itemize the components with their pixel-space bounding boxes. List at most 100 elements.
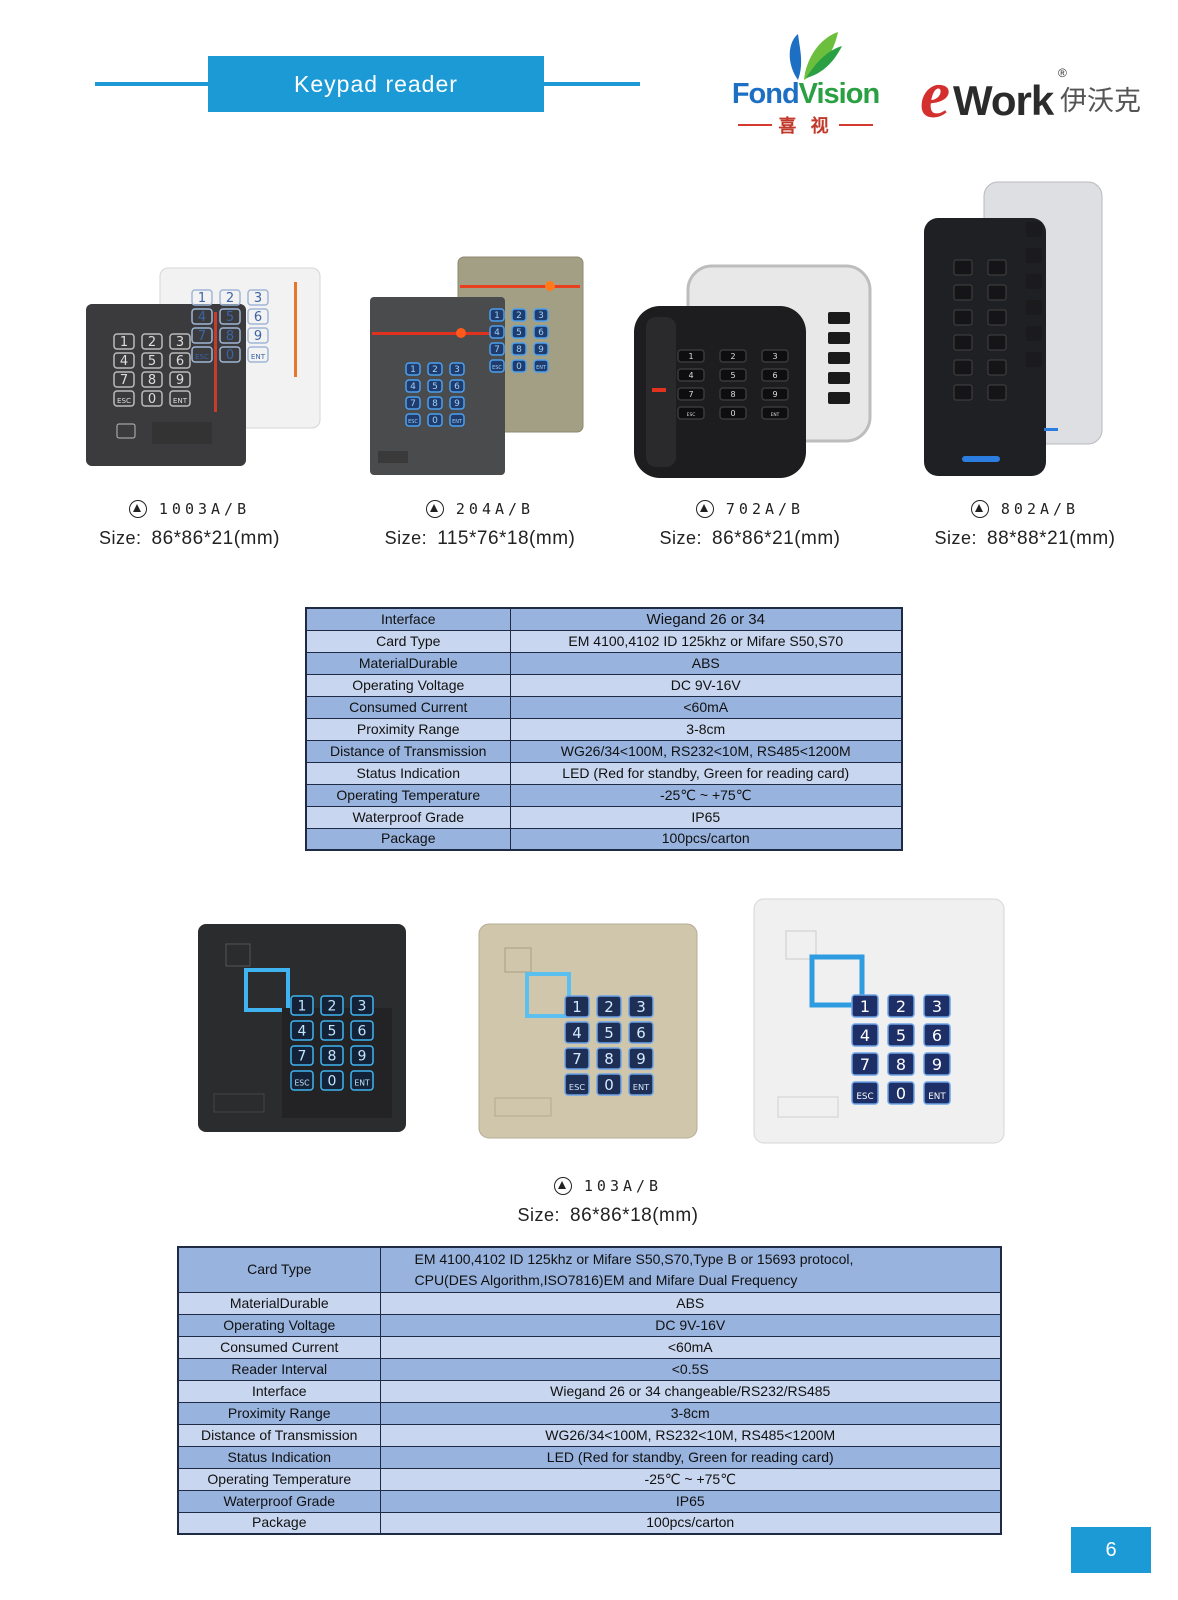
- keypad-key: [719, 406, 747, 420]
- table-cell-label: Waterproof Grade: [305, 805, 511, 829]
- table-cell-label: MaterialDurable: [305, 651, 511, 675]
- keypad-key-label: 5: [328, 1024, 337, 1040]
- keypad-key-label: 4: [572, 1024, 582, 1042]
- keypad-key: [169, 333, 191, 350]
- table-cell-value: -25℃ ~ +75℃: [509, 783, 903, 807]
- keypad-key-label: 0: [896, 1084, 906, 1103]
- keypad-key-label: 1: [410, 365, 416, 375]
- keypad-key-label: 9: [176, 373, 184, 388]
- keypad-key: [350, 1020, 374, 1041]
- keypad-key-label: 8: [432, 399, 438, 409]
- product-caption-103: 103A/B Size:86*86*18(mm): [508, 1177, 708, 1227]
- keypad-key: [987, 359, 1007, 376]
- keypad-key-label: ENT: [251, 352, 266, 361]
- ework-chinese: 伊沃克: [1060, 86, 1141, 117]
- keypad-key: [851, 1081, 879, 1105]
- keypad-key-label: 0: [516, 362, 522, 372]
- keypad-key-label: 6: [932, 1026, 942, 1045]
- keypad-key: [596, 1073, 622, 1096]
- table-cell-value: EM 4100,4102 ID 125khz or Mifare S50,S70: [509, 629, 903, 653]
- keypad-key-label: ESC: [492, 365, 502, 371]
- table-cell-label: Proximity Range: [305, 717, 511, 741]
- table-cell-label: Reader Interval: [177, 1357, 381, 1381]
- keypad-key: [141, 371, 163, 388]
- keypad-key-label: 4: [410, 382, 416, 392]
- keypad-key: [350, 1070, 374, 1091]
- table-cell-value: IP65: [509, 805, 903, 829]
- table-cell-value: Wiegand 26 or 34 changeable/RS232/RS485: [379, 1379, 1002, 1403]
- table-cell-value: ABS: [509, 651, 903, 675]
- triangle-up-icon: [425, 500, 444, 518]
- product-caption-1003: 1003A/B Size:86*86*21(mm): [82, 500, 297, 550]
- keypad-key-label: 5: [896, 1026, 906, 1045]
- keypad-key: [761, 387, 789, 401]
- keypad-key-label: 6: [454, 382, 460, 392]
- keypad-key: [169, 352, 191, 369]
- table-cell-value: 3-8cm: [379, 1401, 1002, 1425]
- keypad-key-label: 8: [604, 1050, 614, 1068]
- keypad-key: [1026, 300, 1042, 315]
- keypad-key-label: ENT: [173, 396, 188, 405]
- fondvision-leaf-icon: [789, 32, 842, 80]
- table-row: Reader Interval<0.5S: [177, 1357, 1002, 1381]
- fondvision-logo: FondVision 喜 视: [718, 28, 893, 138]
- keypad-key-label: 0: [328, 1074, 337, 1090]
- keypad-key: [219, 346, 241, 363]
- keypad-key: [247, 289, 269, 306]
- keypad-key: [719, 349, 747, 363]
- table-cell-value: WG26/34<100M, RS232<10M, RS485<1200M: [509, 739, 903, 763]
- keypad-key: [564, 1047, 590, 1070]
- keypad-key: [141, 352, 163, 369]
- keypad-key-label: 0: [432, 416, 438, 426]
- keypad-key: [1026, 248, 1042, 263]
- product-model: 204A/B: [455, 500, 535, 518]
- keypad-key-label: 1: [198, 291, 206, 306]
- keypad-key: [533, 359, 549, 373]
- keypad-key-label: 7: [494, 345, 500, 355]
- keypad-key-label: ESC: [408, 419, 418, 425]
- table-row: Operating Temperature-25℃ ~ +75℃: [305, 783, 903, 807]
- keypad-key: [887, 1081, 915, 1105]
- keypad-key-label: ENT: [633, 1082, 650, 1092]
- keypad-key: [851, 994, 879, 1018]
- table-cell-value: <60mA: [379, 1335, 1002, 1359]
- keypad-key: [953, 359, 973, 376]
- keypad-key-label: ENT: [771, 412, 780, 418]
- keypad-key: [247, 327, 269, 344]
- table-cell-value: Wiegand 26 or 34: [509, 607, 903, 631]
- keypad-key-label: 4: [688, 371, 693, 380]
- keypad-key-label: 7: [410, 399, 416, 409]
- table-cell-value: <60mA: [509, 695, 903, 719]
- keypad-key-label: 3: [358, 999, 367, 1015]
- keypad-key-label: 3: [932, 997, 942, 1016]
- keypad-key-label: ESC: [856, 1092, 873, 1102]
- keypad-key-label: 3: [454, 365, 460, 375]
- keypad-key: [489, 359, 505, 373]
- keypad-key: [719, 368, 747, 382]
- keypad-key-label: 0: [148, 392, 156, 407]
- table-cell-value: DC 9V-16V: [379, 1313, 1002, 1337]
- keypad-key: [320, 1045, 344, 1066]
- size-label: Size:: [659, 528, 703, 548]
- table-cell-value: 100pcs/carton: [509, 827, 903, 851]
- page-title: Keypad reader: [208, 56, 544, 112]
- table-cell-label: Operating Temperature: [177, 1467, 381, 1491]
- keypad-key: [191, 327, 213, 344]
- keypad-key: [628, 1047, 654, 1070]
- ework-e: e: [920, 56, 951, 132]
- table-cell-label: Interface: [177, 1379, 381, 1403]
- keypad-key: [677, 387, 705, 401]
- table-cell-label: Card Type: [177, 1246, 381, 1293]
- keypad: [953, 222, 1042, 401]
